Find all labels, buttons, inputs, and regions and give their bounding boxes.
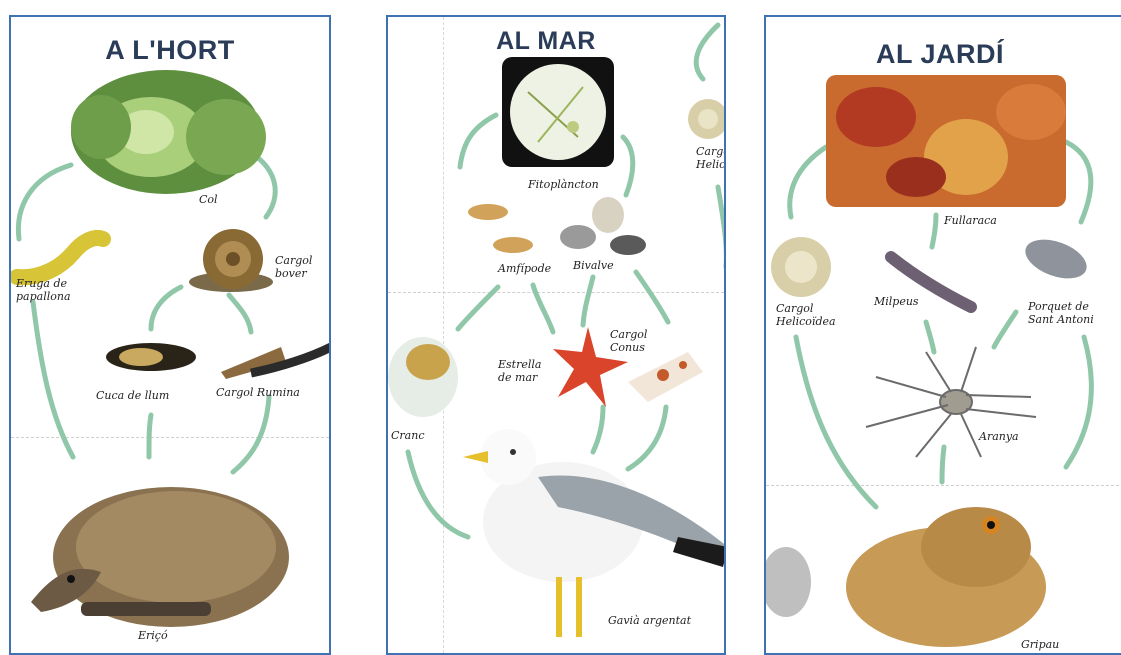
food-web-illustration xyxy=(766,17,1121,655)
label-gavia: Gavià argentat xyxy=(608,614,691,627)
caterpillar-illustration xyxy=(17,238,103,277)
label-aranya: Aranya xyxy=(979,430,1019,443)
label-bivalve: Bivalve xyxy=(573,259,614,272)
cabbage-illustration xyxy=(71,70,266,194)
label-cargol-helicoidea: Cargol Helicoïdea xyxy=(776,302,836,328)
label-cranc: Cranc xyxy=(391,429,424,442)
panel-hort: A L'HORT xyxy=(9,15,331,655)
label-cargol-bover: Cargol bover xyxy=(275,254,312,280)
snail-bover-illustration xyxy=(189,229,273,292)
toad-illustration xyxy=(764,507,1046,647)
rumina-snail-illustration xyxy=(221,347,331,379)
arrows xyxy=(18,147,275,472)
label-cuca-de-llum: Cuca de llum xyxy=(96,389,169,402)
label-cargol-helicoi: Cargol Helicoi xyxy=(696,145,726,171)
firefly-illustration xyxy=(106,343,196,371)
snail-partial-illustration xyxy=(688,99,726,139)
label-estrella: Estrella de mar xyxy=(498,358,541,384)
label-cargol-conus: Cargol Conus xyxy=(610,328,647,354)
label-erico: Eriçó xyxy=(138,629,168,642)
hedgehog-illustration xyxy=(31,487,289,627)
label-fullaraca: Fullaraca xyxy=(944,214,997,227)
amphipod-illustration xyxy=(468,204,533,253)
gull-illustration xyxy=(463,429,726,637)
food-web-illustration xyxy=(388,17,726,655)
phytoplankton-illustration xyxy=(502,57,614,167)
panel-mar: AL MAR xyxy=(386,15,726,655)
label-eruga: Eruga de papallona xyxy=(16,277,71,303)
label-fitoplancton: Fitoplàncton xyxy=(528,178,599,191)
label-amfipode: Amfípode xyxy=(498,262,551,275)
leaf-litter-illustration xyxy=(826,75,1066,207)
conus-shell-illustration xyxy=(628,352,703,402)
snail-illustration xyxy=(771,237,831,297)
crab-illustration xyxy=(388,337,458,417)
label-col: Col xyxy=(199,193,218,206)
woodlouse-illustration xyxy=(1020,232,1092,286)
food-web-illustration xyxy=(11,17,331,655)
label-milpeus: Milpeus xyxy=(874,295,919,308)
panel-jardi: AL JARDÍ xyxy=(764,15,1121,655)
label-porquet: Porquet de Sant Antoni xyxy=(1028,300,1094,326)
bivalve-illustration xyxy=(560,197,646,255)
label-cargol-rumina: Cargol Rumina xyxy=(216,386,300,399)
label-gripau: Gripau xyxy=(1021,638,1059,651)
